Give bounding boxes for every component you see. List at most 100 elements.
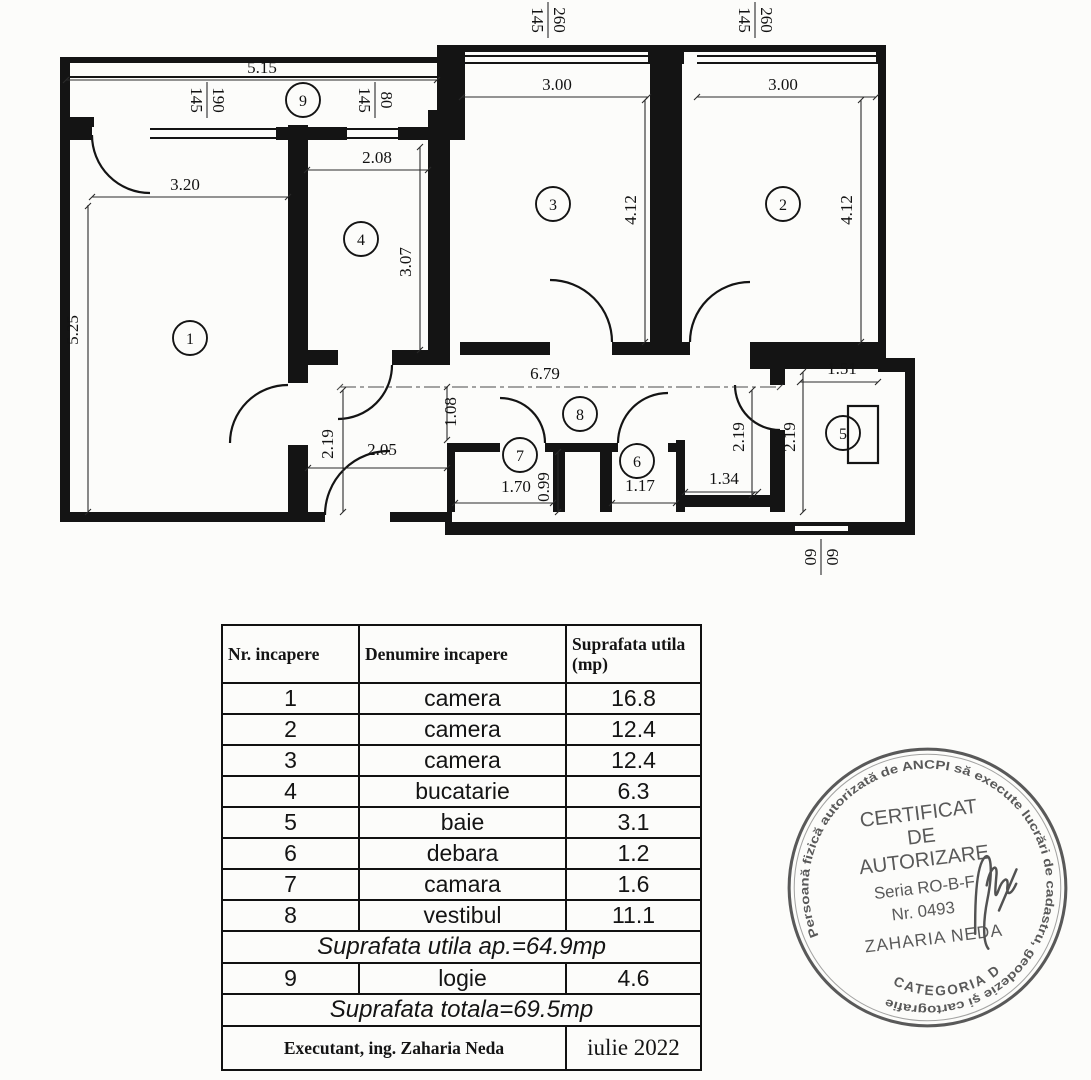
subtotal-row: Suprafata utila ap.=64.9mp — [221, 930, 702, 964]
cell-area: 12.4 — [565, 744, 702, 777]
floor-plan-drawing: 5.153.205.252.083.073.004.123.004.126.79… — [60, 2, 915, 575]
cell-name: bucatarie — [358, 775, 567, 808]
dimension-label: 5.15 — [247, 58, 277, 77]
cell-name: vestibul — [358, 899, 567, 932]
svg-text:60: 60 — [823, 549, 842, 566]
cell-name: camara — [358, 868, 567, 901]
header-suprafata: Suprafata utila (mp) — [565, 624, 702, 684]
dimension-label: 4.12 — [621, 195, 640, 225]
bath-shaft — [846, 404, 880, 465]
svg-text:145: 145 — [735, 7, 754, 33]
room-number-badge: 7 — [502, 437, 538, 473]
dimension-label: 1.34 — [709, 469, 739, 488]
table-header-row: Nr. incapere Denumire incapere Suprafata… — [221, 624, 702, 684]
dimension-label: 2.05 — [367, 440, 397, 459]
svg-text:3: 3 — [549, 197, 557, 214]
dimension-label: 5.25 — [63, 315, 82, 345]
bath-window-gap — [795, 524, 848, 533]
cell-name: camera — [358, 744, 567, 777]
table-row-logie: 9 logie 4.6 — [221, 962, 702, 995]
svg-text:145: 145 — [528, 7, 547, 33]
room-number-badge: 3 — [535, 186, 571, 222]
cell-area: 12.4 — [565, 713, 702, 746]
certification-stamp: Persoană fizică autorizată de ANCPI să e… — [783, 743, 1073, 1032]
svg-text:2: 2 — [779, 197, 787, 214]
svg-text:260: 260 — [550, 7, 569, 33]
cell-area: 3.1 — [565, 806, 702, 839]
dimension-label: 2.19 — [780, 422, 799, 452]
cell-area: 6.3 — [565, 775, 702, 808]
dimension-label: 1.51 — [827, 359, 857, 378]
svg-text:9: 9 — [299, 93, 307, 110]
room-number-badge: 6 — [619, 443, 655, 479]
dimension-label: 4.12 — [837, 195, 856, 225]
executant-label: Executant, ing. Zaharia Neda — [221, 1025, 567, 1071]
svg-text:4: 4 — [357, 232, 365, 249]
cell-nr: 2 — [221, 713, 360, 746]
dimension-label: 0.99 — [534, 472, 553, 502]
svg-text:8: 8 — [576, 407, 584, 424]
footer-row: Executant, ing. Zaharia Neda iulie 2022 — [221, 1025, 702, 1071]
stamp-outer-ring — [787, 747, 1068, 1028]
subtotal-text: Suprafata utila ap.=64.9mp — [221, 930, 702, 964]
dimension-label: 1.08 — [441, 397, 460, 427]
cell-area: 16.8 — [565, 682, 702, 715]
svg-text:5: 5 — [839, 426, 847, 443]
header-denumire: Denumire incapere — [358, 624, 567, 684]
cell-nr: 4 — [221, 775, 360, 808]
dimension-label: 2.19 — [318, 429, 337, 459]
cell-nr: 6 — [221, 837, 360, 870]
cell-name: camera — [358, 713, 567, 746]
room-number-badge: 4 — [343, 221, 379, 257]
stamp-line-name: ZAHARIA NEDA — [864, 920, 1004, 957]
stamp-line-de: DE — [906, 824, 937, 849]
svg-text:7: 7 — [516, 448, 524, 465]
cell-area: 1.6 — [565, 868, 702, 901]
area-table: Nr. incapere Denumire incapere Suprafata… — [221, 624, 702, 1071]
signature — [973, 855, 1018, 950]
stamp-line-nr: Nr. 0493 — [891, 898, 956, 925]
dimension-lines — [62, 76, 882, 516]
svg-text:190: 190 — [209, 87, 228, 113]
date-label: iulie 2022 — [565, 1025, 702, 1071]
cell-name: logie — [358, 962, 567, 995]
cell-area: 4.6 — [565, 962, 702, 995]
cell-name: camera — [358, 682, 567, 715]
walls — [60, 45, 915, 535]
svg-text:145: 145 — [187, 87, 206, 113]
total-text: Suprafata totala=69.5mp — [221, 993, 702, 1027]
cell-nr: 5 — [221, 806, 360, 839]
dimension-label: 2.08 — [362, 148, 392, 167]
stamp-line-seria: Seria RO-B-F — [873, 872, 976, 903]
dimension-label: 2.19 — [729, 422, 748, 452]
cell-nr: 1 — [221, 682, 360, 715]
room-number-badge: 8 — [562, 396, 598, 432]
dimension-label: 1.70 — [501, 477, 531, 496]
dimension-label: 6.79 — [530, 364, 560, 383]
dimension-label: 3.00 — [768, 75, 798, 94]
svg-text:60: 60 — [801, 549, 820, 566]
cell-nr: 3 — [221, 744, 360, 777]
svg-text:145: 145 — [355, 87, 374, 113]
cell-name: baie — [358, 806, 567, 839]
doors — [90, 134, 781, 516]
cell-nr: 9 — [221, 962, 360, 995]
cell-nr: 7 — [221, 868, 360, 901]
cell-nr: 8 — [221, 899, 360, 932]
dimension-label: 1.17 — [625, 476, 655, 495]
dimension-label: 3.00 — [542, 75, 572, 94]
svg-text:1: 1 — [186, 331, 194, 348]
svg-text:260: 260 — [757, 7, 776, 33]
